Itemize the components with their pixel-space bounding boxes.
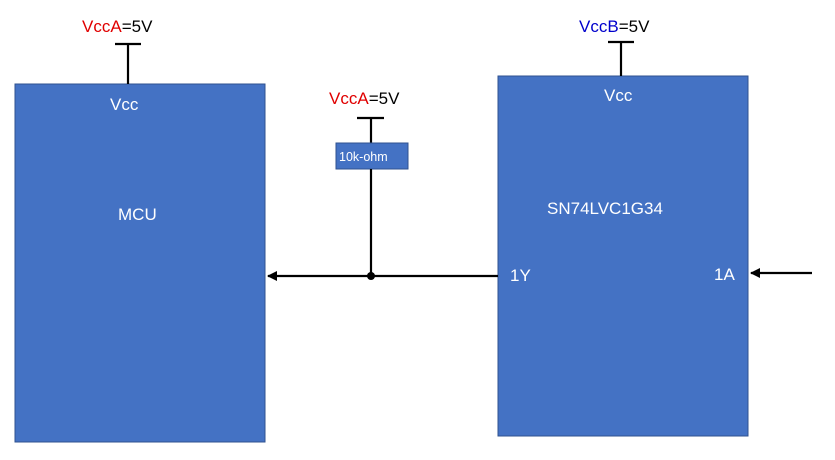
buffer-input-pin-label: 1A <box>714 265 735 284</box>
mcu-vcc-label: Vcc <box>110 95 139 114</box>
buffer-block <box>497 75 749 437</box>
mcu-block <box>14 83 266 443</box>
buffer-supply-label: VccB=5V <box>579 17 650 36</box>
mcu-name: MCU <box>118 205 157 224</box>
junction-dot <box>367 272 375 280</box>
buffer-name: SN74LVC1G34 <box>547 199 663 218</box>
buffer-vcc-label: Vcc <box>604 86 633 105</box>
buffer-output-pin-label: 1Y <box>510 266 531 285</box>
pullup-resistor-label: 10k-ohm <box>339 150 388 164</box>
pullup-supply-label: VccA=5V <box>329 89 400 108</box>
mcu-supply-label: VccA=5V <box>82 17 153 36</box>
